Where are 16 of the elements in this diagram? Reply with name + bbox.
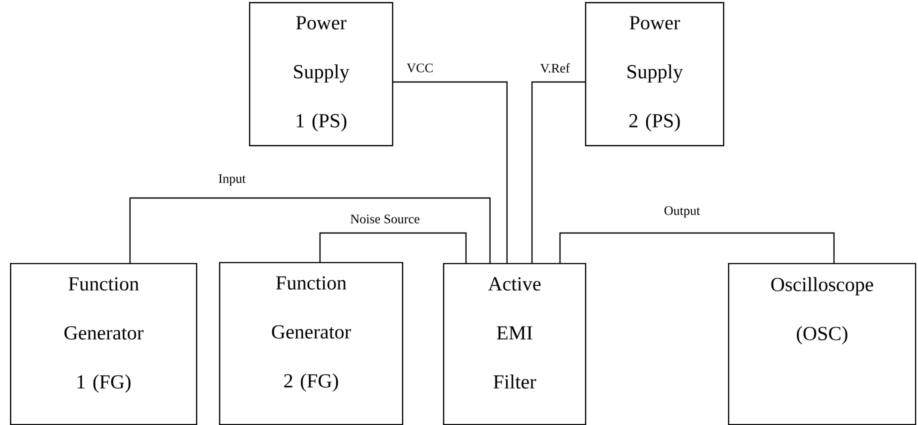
edge-label: Input	[218, 174, 246, 186]
edge-label: VCC	[406, 64, 433, 72]
edge-label: Output	[664, 206, 700, 218]
device-box: Power Supply 2 (PS)	[585, 2, 724, 146]
device-box: Function Generator 1 (FG)	[10, 262, 198, 425]
wire	[319, 232, 467, 263]
wire	[531, 81, 585, 263]
device-box: Function Generator 2 (FG)	[219, 262, 404, 425]
device-box: Oscilloscope (OSC)	[728, 262, 916, 425]
wire	[392, 81, 508, 263]
wire	[559, 232, 835, 263]
edge-label: Noise Source	[350, 214, 420, 224]
device-box: Power Supply 1 (PS)	[249, 2, 394, 146]
edge-label: V.Ref	[540, 63, 570, 73]
wire	[129, 197, 491, 263]
device-box: Active EMI Filter	[443, 262, 586, 425]
